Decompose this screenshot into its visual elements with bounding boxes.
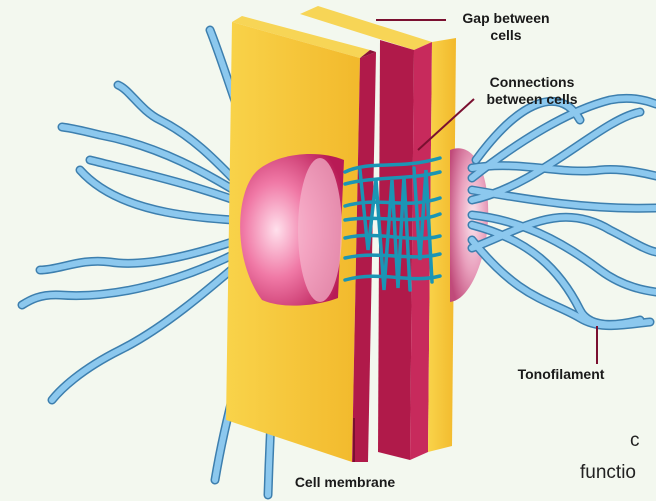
connections-between-cells-label: Connections between cells: [472, 74, 592, 108]
cutoff-text-line1: c: [630, 430, 640, 452]
cell-membrane-label: Cell membrane: [270, 474, 420, 491]
tonofilament-label: Tonofilament: [497, 366, 625, 383]
plaque-left: [240, 154, 344, 306]
tonofilaments-right: [472, 98, 656, 325]
gap-between-cells-label: Gap between cells: [446, 10, 566, 44]
cutoff-text-line2: functio: [580, 462, 636, 484]
